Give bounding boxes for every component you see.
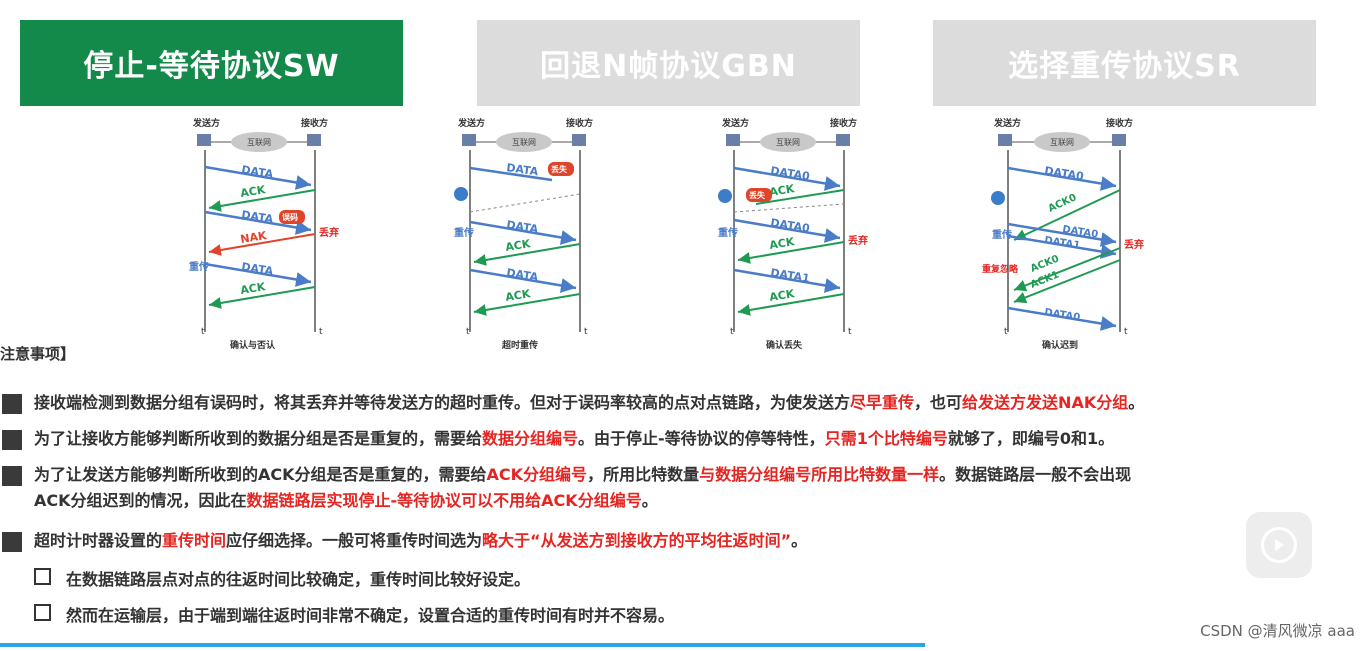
caption: 确认与否认	[230, 339, 276, 351]
svg-text:丢失: 丢失	[749, 190, 766, 200]
sender-computer-icon	[998, 134, 1012, 146]
network-label: 互联网	[247, 138, 271, 147]
svg-text:t: t	[1124, 327, 1128, 337]
bullet-square-icon	[2, 466, 22, 486]
svg-text:重复忽略: 重复忽略	[982, 263, 1019, 275]
cloud-icon	[760, 132, 816, 152]
cloud-icon	[1034, 132, 1090, 152]
svg-text:发送方: 发送方	[721, 117, 749, 129]
note-3: 为了让发送方能够判断所收到的ACK分组是否是重复的，需要给ACK分组编号，所用比…	[34, 465, 1132, 484]
checkbox-icon	[34, 568, 51, 585]
diagram-ack-nak: 发送方 接收方 互联网 t t DATA ACK DATA 误码 丢弃 NAK …	[175, 112, 415, 352]
bullet-square-icon	[2, 394, 22, 414]
svg-text:t: t	[319, 327, 323, 337]
svg-text:NAK: NAK	[239, 229, 267, 246]
note-1: 接收端检测到数据分组有误码时，将其丢弃并等待发送方的超时重传。但对于误码率较高的…	[34, 393, 1145, 412]
svg-text:DATA: DATA	[506, 266, 540, 284]
receiver-computer-icon	[836, 134, 850, 146]
svg-text:丢弃: 丢弃	[1124, 238, 1144, 251]
svg-text:发送方: 发送方	[993, 117, 1021, 129]
note-3-continued: ACK分组迟到的情况，因此在数据链路层实现停止-等待协议可以不用给ACK分组编号…	[34, 491, 658, 510]
svg-text:互联网: 互联网	[1050, 138, 1074, 147]
svg-text:t: t	[584, 327, 588, 337]
svg-text:DATA0: DATA0	[770, 216, 811, 235]
svg-text:DATA: DATA	[241, 260, 275, 278]
sender-computer-icon	[462, 134, 476, 146]
svg-text:ACK: ACK	[768, 235, 795, 252]
note-2: 为了让接收方能够判断所收到的数据分组是否是重复的，需要给数据分组编号。由于停止-…	[34, 429, 1115, 448]
svg-text:互联网: 互联网	[512, 138, 536, 147]
svg-text:ACK: ACK	[239, 183, 266, 200]
svg-text:t: t	[848, 327, 852, 337]
svg-text:丢弃: 丢弃	[319, 226, 339, 239]
sender-label: 发送方	[192, 117, 220, 129]
svg-text:接收方: 接收方	[566, 117, 593, 129]
svg-text:t: t	[730, 327, 734, 337]
lost-badge	[746, 188, 772, 202]
svg-text:发送方: 发送方	[457, 117, 485, 129]
watermark: CSDN @清风微凉 aaa	[1200, 622, 1355, 640]
bullet-square-icon	[2, 532, 22, 552]
timer-icon	[718, 189, 732, 203]
error-badge	[279, 210, 305, 224]
diagram-timeout-retransmit: 发送方 接收方 互联网 t t DATA 丢失 重传 DATA ACK DATA…	[442, 112, 682, 352]
svg-text:互联网: 互联网	[776, 138, 800, 147]
svg-text:ACK: ACK	[504, 237, 531, 254]
caption: 超时重传	[501, 339, 538, 351]
svg-text:DATA: DATA	[506, 161, 540, 178]
svg-text:DATA: DATA	[506, 218, 540, 236]
timer-icon	[454, 187, 468, 201]
svg-text:DATA: DATA	[241, 208, 275, 226]
svg-text:接收方: 接收方	[1106, 117, 1133, 129]
diagram-ack-lost: 发送方 接收方 互联网 t t DATA0 ACK 丢失 重传 DATA0 丢弃…	[706, 112, 946, 352]
svg-text:重传: 重传	[718, 226, 738, 239]
cloud-icon	[231, 132, 287, 152]
svg-text:t: t	[201, 327, 205, 337]
bullet-square-icon	[2, 430, 22, 450]
notes-title: 注意事项】	[0, 345, 76, 363]
svg-text:DATA0: DATA0	[1044, 307, 1081, 324]
lost-badge	[548, 162, 574, 176]
svg-text:重传: 重传	[454, 226, 474, 239]
checkbox-icon	[34, 604, 51, 621]
tab-selective-repeat[interactable]: 选择重传协议SR	[933, 20, 1316, 106]
caption: 确认丢失	[766, 339, 803, 351]
tab-stop-and-wait[interactable]: 停止-等待协议SW	[20, 20, 403, 106]
svg-text:DATA0: DATA0	[1044, 164, 1085, 183]
tab-go-back-n[interactable]: 回退N帧协议GBN	[477, 20, 860, 106]
svg-text:ACK: ACK	[239, 280, 266, 297]
svg-text:接收方: 接收方	[830, 117, 857, 129]
receiver-computer-icon	[572, 134, 586, 146]
sender-computer-icon	[726, 134, 740, 146]
svg-text:t: t	[466, 327, 470, 337]
caption: 确认迟到	[1042, 339, 1078, 351]
receiver-computer-icon	[307, 134, 321, 146]
progress-bar	[0, 643, 925, 647]
svg-text:ACK: ACK	[504, 287, 531, 304]
note-4: 超时计时器设置的重传时间应仔细选择。一般可将重传时间选为略大于“从发送方到接收方…	[34, 531, 808, 550]
svg-text:丢失: 丢失	[551, 164, 568, 174]
sub-note-1: 在数据链路层点对点的往返时间比较确定，重传时间比较好设定。	[66, 570, 531, 589]
sub-note-2: 然而在运输层，由于端到端往返时间非常不确定，设置合适的重传时间有时并不容易。	[66, 606, 675, 625]
timer-icon	[991, 191, 1005, 205]
svg-text:DATA1: DATA1	[770, 266, 811, 285]
receiver-computer-icon	[1112, 134, 1126, 146]
svg-text:重传: 重传	[189, 260, 209, 273]
svg-text:ACK: ACK	[768, 182, 795, 199]
svg-text:DATA0: DATA0	[770, 164, 811, 183]
play-button[interactable]	[1246, 512, 1312, 578]
diagram-ack-delayed: 发送方 接收方 互联网 t t DATA0 ACK0 重传 DATA0 DATA…	[978, 112, 1218, 352]
svg-text:丢弃: 丢弃	[848, 234, 868, 247]
svg-text:ACK: ACK	[768, 287, 795, 304]
cloud-icon	[496, 132, 552, 152]
svg-text:DATA: DATA	[241, 163, 275, 181]
play-icon	[1261, 527, 1297, 563]
receiver-label: 接收方	[301, 117, 328, 129]
sender-computer-icon	[197, 134, 211, 146]
svg-text:DATA1: DATA1	[1044, 235, 1081, 252]
svg-text:t: t	[1004, 327, 1008, 337]
svg-text:误码: 误码	[282, 213, 298, 222]
svg-text:重传: 重传	[992, 228, 1012, 241]
